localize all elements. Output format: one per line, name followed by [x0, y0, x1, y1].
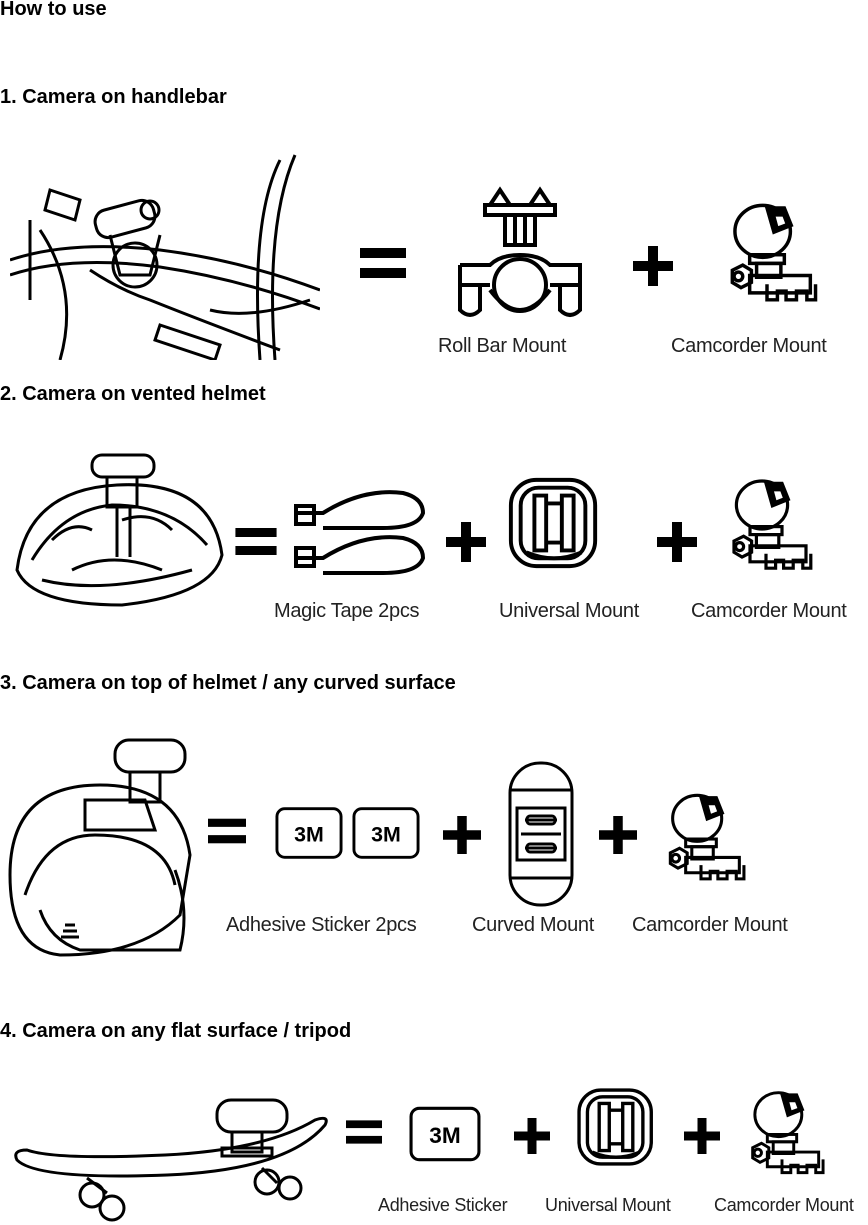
roll-bar-mount-icon	[455, 185, 590, 325]
part-label: Adhesive Sticker 2pcs	[226, 914, 417, 936]
section-heading-handlebar: 1. Camera on handlebar	[0, 86, 227, 108]
plus-symbol	[443, 816, 481, 854]
equals-symbol	[360, 248, 406, 278]
part-label: Universal Mount	[545, 1195, 671, 1215]
part-label: Camcorder Mount	[714, 1195, 854, 1215]
section-heading-curved-surface: 3. Camera on top of helmet / any curved …	[0, 672, 456, 694]
universal-mount-icon	[574, 1085, 658, 1169]
skateboard-illustration	[12, 1090, 330, 1225]
part-label: Camcorder Mount	[632, 914, 788, 936]
curved-mount-icon	[507, 760, 575, 908]
universal-mount-icon	[505, 474, 603, 572]
plus-symbol	[684, 1118, 720, 1154]
vented-helmet-illustration	[12, 440, 227, 610]
adhesive-sticker-icon	[352, 806, 420, 860]
part-label: Curved Mount	[472, 914, 595, 936]
equals-symbol	[208, 818, 246, 844]
plus-symbol	[599, 816, 637, 854]
camcorder-mount-icon	[738, 1078, 848, 1188]
section-heading-flat-surface: 4. Camera on any flat surface / tripod	[0, 1020, 352, 1042]
equals-symbol	[235, 528, 277, 555]
magic-tape-icon	[288, 488, 428, 578]
part-label: Adhesive Sticker	[378, 1195, 508, 1215]
part-label: Camcorder Mount	[671, 335, 827, 357]
adhesive-sticker-icon	[409, 1106, 481, 1162]
page-title: How to use	[0, 0, 107, 20]
adhesive-sticker-icon	[275, 806, 343, 860]
camcorder-mount-icon	[718, 465, 838, 585]
part-label: Camcorder Mount	[691, 600, 847, 622]
part-label: Magic Tape 2pcs	[274, 600, 420, 622]
plus-symbol	[514, 1118, 550, 1154]
plus-symbol	[633, 246, 673, 286]
camcorder-mount-icon	[715, 188, 845, 318]
equals-symbol	[346, 1120, 382, 1144]
part-label: Roll Bar Mount	[438, 335, 567, 357]
camcorder-mount-icon	[655, 780, 770, 895]
handlebar-illustration	[10, 150, 320, 360]
top-helmet-illustration	[5, 735, 195, 960]
section-heading-vented-helmet: 2. Camera on vented helmet	[0, 383, 266, 405]
plus-symbol	[657, 522, 697, 562]
plus-symbol	[446, 522, 486, 562]
part-label: Universal Mount	[499, 600, 640, 622]
